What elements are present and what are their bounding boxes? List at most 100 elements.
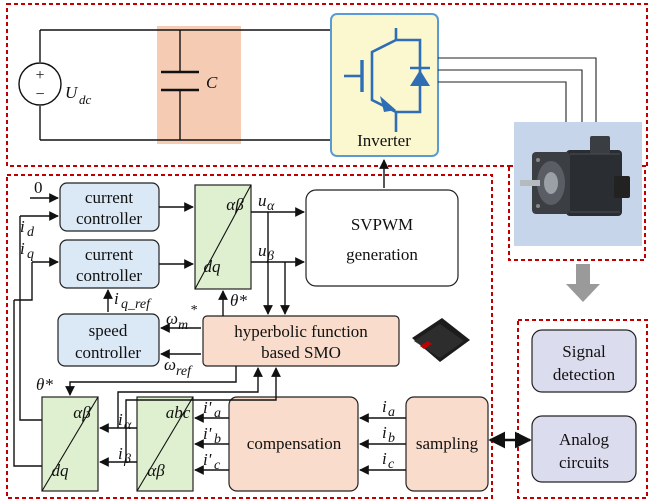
svg-text:a: a (388, 405, 395, 420)
svg-text:i: i (118, 410, 123, 429)
svg-text:c: c (214, 458, 221, 473)
svg-text:compensation: compensation (247, 434, 342, 453)
svg-text:dq: dq (204, 257, 222, 276)
svg-text:−: − (35, 86, 44, 103)
svg-text:b: b (388, 431, 395, 446)
svg-text:i: i (382, 449, 387, 468)
svg-text:ref: ref (176, 364, 193, 379)
phase-b-wire (438, 69, 583, 122)
feedback-down-arrow (566, 264, 600, 302)
svg-text:q: q (27, 247, 34, 262)
svg-text:i': i' (203, 450, 212, 469)
svg-text:current: current (85, 245, 133, 264)
dc-source-icon: + − (18, 62, 62, 106)
capacitor-label: C (206, 73, 218, 92)
svg-text:i: i (20, 239, 25, 258)
label-ip-c: i'c (203, 450, 221, 473)
speed-controller: speed controller (57, 313, 160, 367)
dc-source-label: U dc (65, 83, 92, 107)
peripheral-region-boundary (517, 319, 648, 499)
label-theta-star-bottom: θ* (36, 375, 53, 394)
iq-feedback-wire-lower (13, 300, 42, 467)
dsp-chip-icon (412, 318, 470, 362)
svg-text:+: + (35, 67, 44, 84)
svg-text:c: c (388, 457, 395, 472)
capacitor-icon (161, 30, 199, 140)
svg-text:i: i (114, 289, 119, 308)
svg-text:u: u (258, 191, 267, 210)
phase-a-wire (438, 57, 597, 122)
label-ip-a: i'a (203, 398, 221, 421)
inverter-block: Inverter (330, 13, 439, 157)
sampling-block: sampling (405, 396, 489, 492)
analog-circuits-block: Analog circuits (531, 415, 637, 483)
svg-text:abc: abc (166, 403, 191, 422)
svg-text:αβ: αβ (147, 461, 165, 480)
svg-text:speed: speed (89, 321, 128, 340)
igbt-icon (344, 28, 430, 132)
park-transform: αβ dq (41, 396, 99, 492)
current-controller-d: current controller (59, 182, 160, 232)
svg-text:i: i (118, 444, 123, 463)
theta-to-park (65, 366, 237, 396)
label-theta-star-top: θ* (230, 291, 247, 310)
id-feedback-wire (19, 216, 42, 421)
svg-text:controller: controller (76, 266, 142, 285)
i-beta-to-smo (125, 367, 281, 462)
svg-text:ω: ω (164, 355, 176, 374)
svg-text:m: m (178, 318, 188, 333)
svg-text:generation: generation (346, 245, 418, 264)
current-controller-q: current controller (59, 239, 160, 289)
svg-text:i: i (382, 397, 387, 416)
svg-text:α: α (124, 418, 132, 433)
signal-detection-block: Signal detection (531, 329, 637, 393)
svg-text:a: a (214, 406, 221, 421)
zero-reference-label: 0 (34, 178, 43, 197)
svg-text:current: current (85, 188, 133, 207)
svg-text:d: d (27, 225, 35, 240)
svg-text:circuits: circuits (559, 453, 609, 472)
compensation-block: compensation (228, 396, 359, 492)
inverse-park-transform: αβ dq (194, 184, 252, 290)
control-region-boundary (6, 174, 493, 499)
svg-text:ω: ω (166, 309, 178, 328)
phase-c-wire (438, 81, 567, 122)
svg-text:u: u (258, 241, 267, 260)
svg-text:*: * (190, 303, 197, 318)
svg-text:αβ: αβ (226, 195, 244, 214)
svg-text:β: β (123, 452, 131, 467)
svg-text:β: β (266, 249, 274, 264)
svg-text:based SMO: based SMO (261, 343, 341, 362)
svg-text:dc: dc (79, 92, 92, 107)
svg-text:SVPWM: SVPWM (351, 215, 413, 234)
svg-text:i': i' (203, 398, 212, 417)
label-ip-b: i'b (203, 424, 221, 447)
svg-text:i': i' (203, 424, 212, 443)
iq-feedback-wire-upper (14, 262, 33, 301)
svg-text:sampling: sampling (416, 434, 479, 453)
svg-text:i: i (382, 423, 387, 442)
motor-region-boundary (508, 165, 646, 261)
svg-text:detection: detection (553, 365, 616, 384)
svpwm-block: SVPWM generation (305, 189, 459, 287)
power-stage-boundary (6, 3, 648, 167)
servo-motor-image (514, 122, 642, 246)
svg-text:α: α (267, 199, 275, 214)
svg-text:controller: controller (76, 209, 142, 228)
clarke-transform: abc αβ (136, 396, 194, 492)
i-alpha-to-smo (117, 367, 263, 428)
capacitor-highlight (157, 26, 241, 144)
svg-text:b: b (214, 432, 221, 447)
